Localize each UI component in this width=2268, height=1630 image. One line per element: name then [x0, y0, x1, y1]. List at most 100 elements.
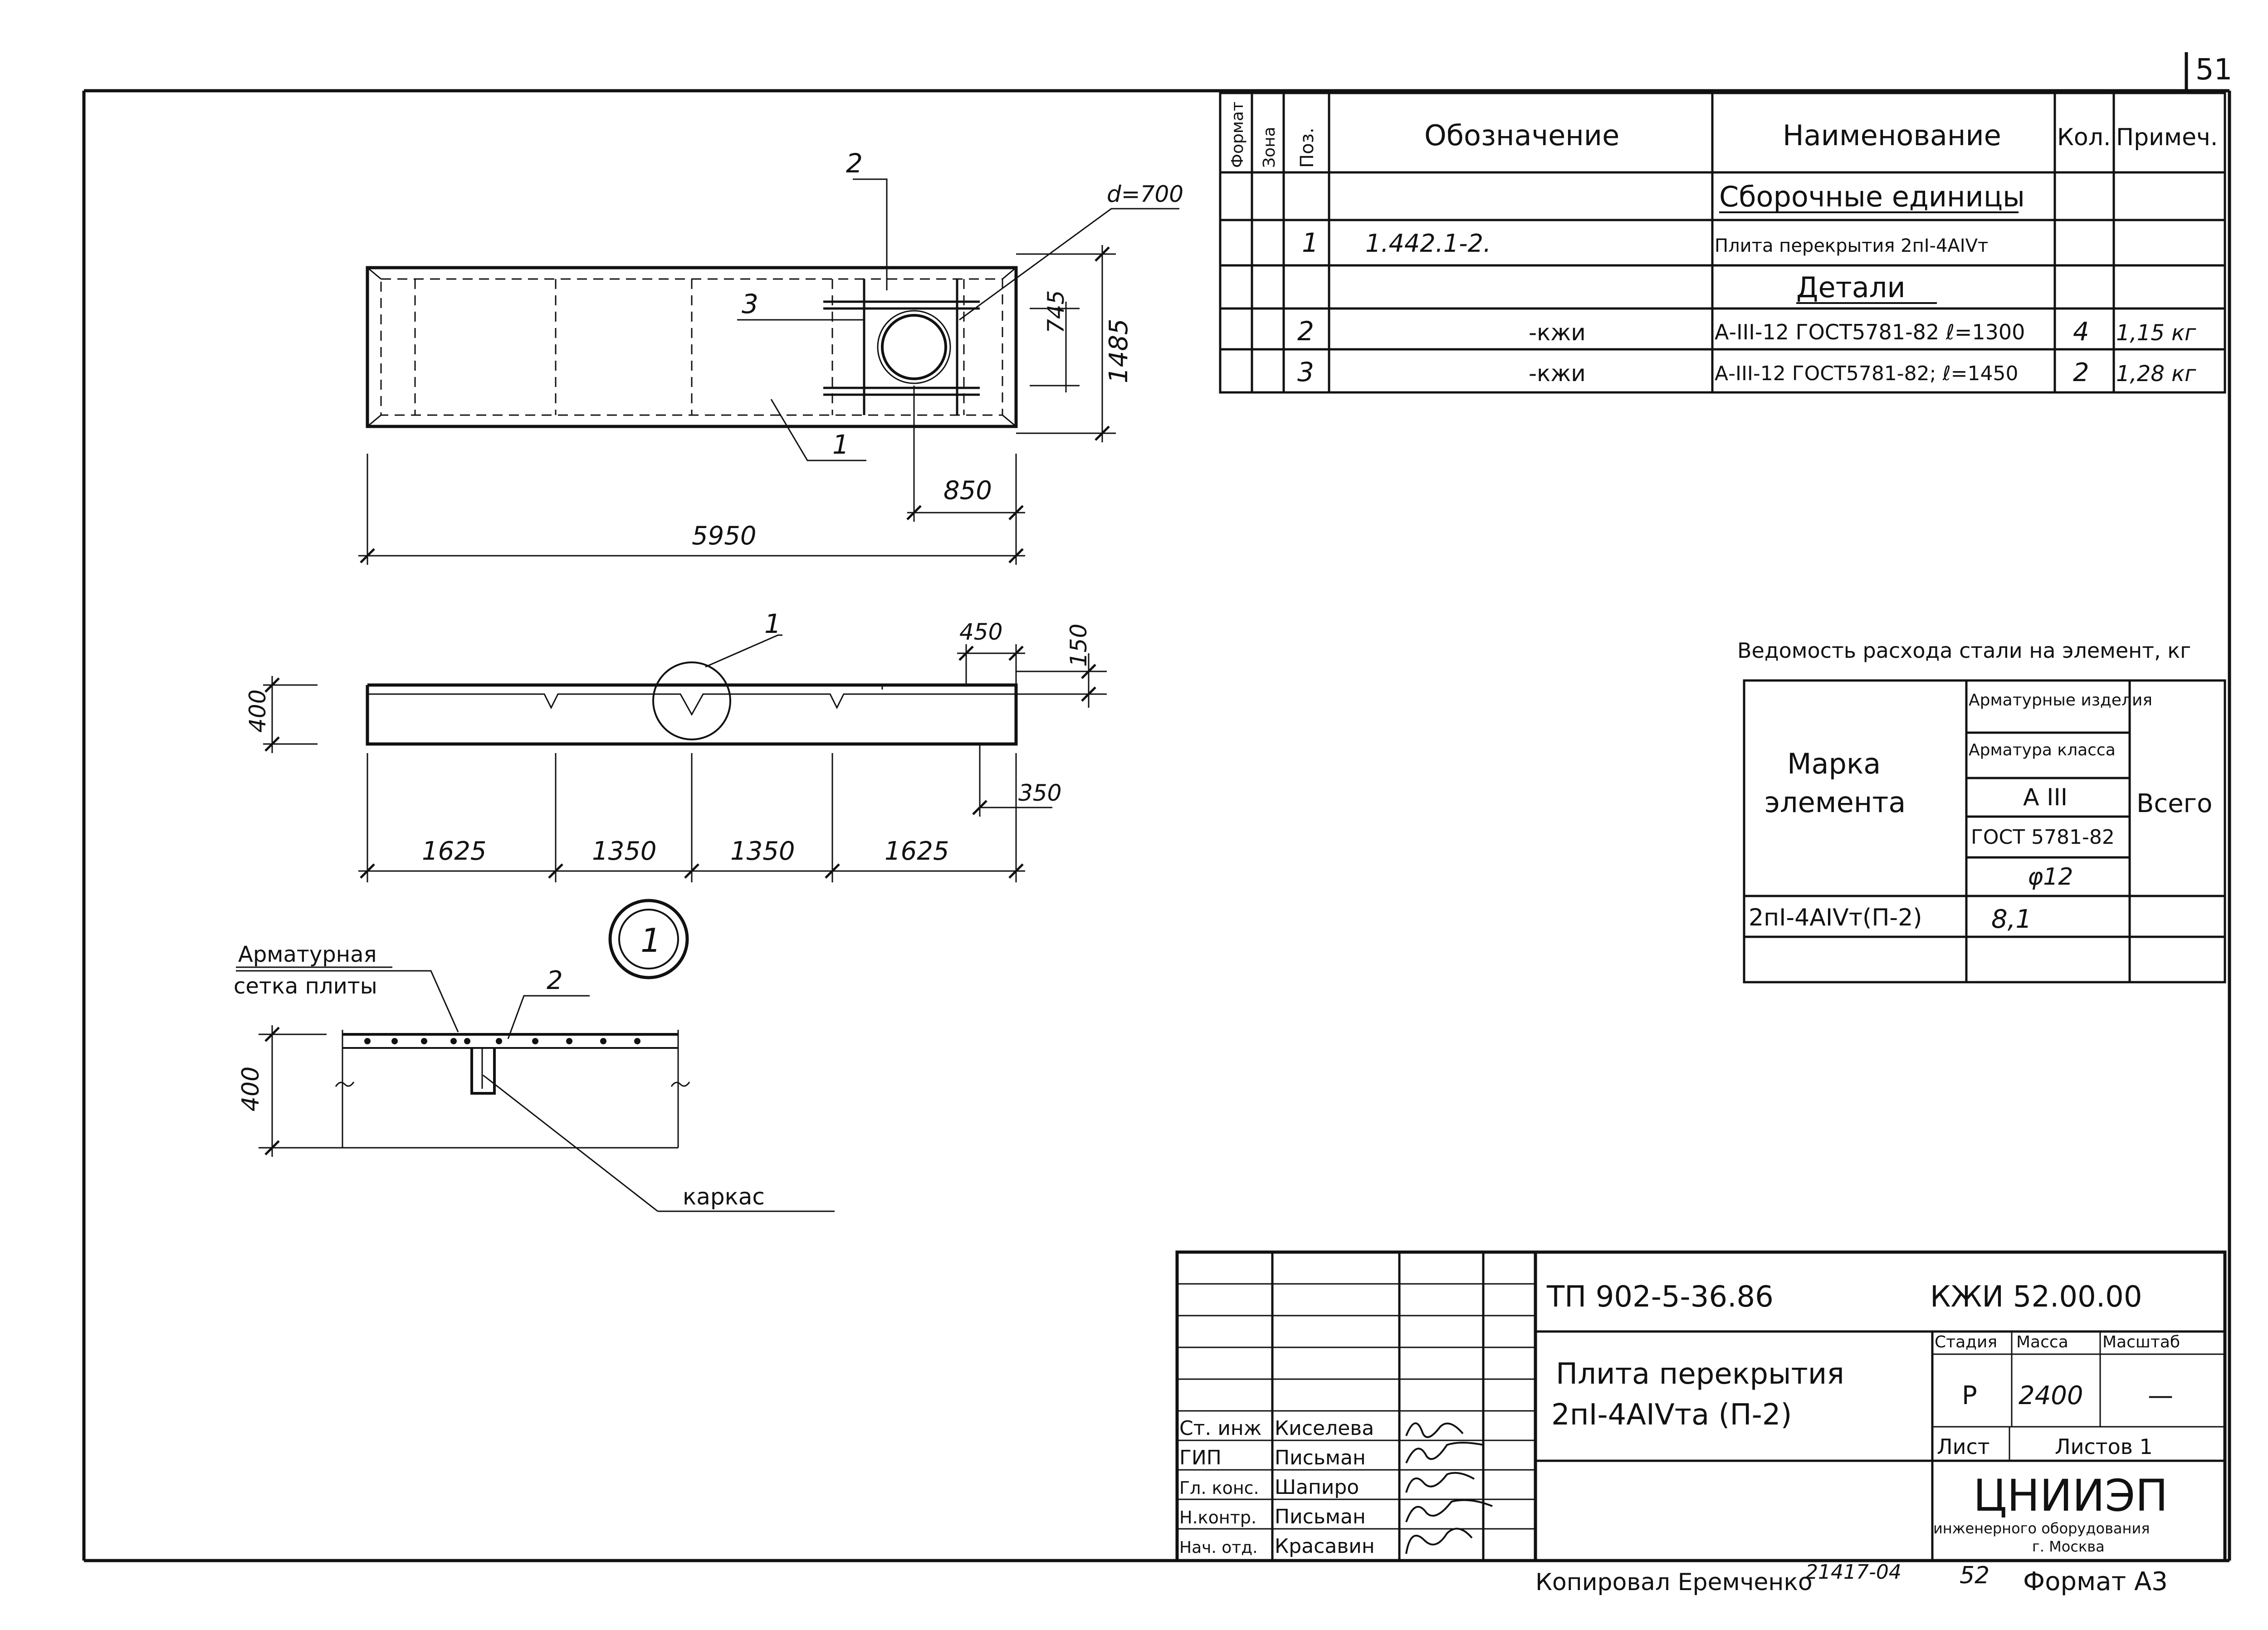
tb-scale: —: [2148, 1381, 2173, 1410]
signature-1: [1405, 1422, 1464, 1438]
tb-staff-1-role: Ст. инж: [1179, 1417, 1261, 1440]
plan-dim-hole: 745: [1043, 290, 1069, 333]
footer-sheet-no: 52: [1960, 1562, 1989, 1589]
steel-arm-class: Арматура класса: [1969, 741, 2116, 759]
section-dim-top: 450: [959, 619, 1002, 645]
tb-staff-3-name: Шапиро: [1275, 1476, 1359, 1499]
section-dim-span-4: 1625: [885, 837, 949, 866]
section-view: 1 400 450 150 350 1625 1350 1350 1625: [244, 608, 1107, 882]
tb-stage: Р: [1962, 1381, 1977, 1410]
detail-1: 1 Арматурная сетка плиты 2: [234, 899, 835, 1212]
steel-class-value: А III: [2023, 784, 2068, 811]
tb-scale-header: Масштаб: [2102, 1333, 2180, 1351]
steel-mark-header-1: Марка: [1787, 747, 1881, 780]
tb-name-line1: Плита перекрытия: [1556, 1357, 1844, 1391]
steel-gost: ГОСТ 5781-82: [1971, 826, 2115, 849]
spec-table: [1219, 92, 2226, 394]
section-dim-span-2: 1350: [592, 837, 657, 866]
plan-view: 2 3 1 d=700 5950 850 1485 745: [358, 148, 1183, 565]
tb-project: ТП 902-5-36.86: [1546, 1280, 1774, 1314]
header-designation: Обозначение: [1424, 119, 1619, 152]
header-zone: Зона: [1260, 127, 1279, 168]
spec-row-4-name: А-III-12 ГОСТ5781-82 ℓ=1300: [1715, 320, 2025, 344]
header-qty: Кол.: [2057, 124, 2111, 151]
detail-mesh-label-1: Арматурная: [238, 942, 376, 967]
steel-mark-header-2: элемента: [1765, 786, 1906, 819]
plan-dim-length: 5950: [692, 521, 757, 551]
plan-label-pos-3: 3: [742, 289, 758, 319]
section-dim-height: 400: [244, 690, 271, 733]
tb-staff-4-role: Н.контр.: [1179, 1508, 1256, 1527]
header-note: Примеч.: [2116, 124, 2218, 151]
spec-table-header: Формат Зона Поз. Обозначение Наименовани…: [1228, 102, 2218, 168]
detail-dim-height: 400: [237, 1067, 264, 1111]
steel-diameter: φ12: [2028, 863, 2073, 891]
detail-mesh-label-2: сетка плиты: [234, 974, 377, 999]
plan-dim-offset: 850: [943, 476, 992, 505]
tb-org-name: ЦНИИЭП: [1973, 1470, 2168, 1521]
tb-staff-5-name: Красавин: [1275, 1535, 1375, 1558]
tb-mass-header: Масса: [2016, 1333, 2068, 1351]
spec-row-5-note: 1,28 кг: [2116, 361, 2196, 387]
spec-row-2-name: Плита перекрытия 2пI-4АIVт: [1715, 235, 1988, 256]
signature-5: [1405, 1527, 1473, 1554]
spec-row-4-qty: 4: [2073, 317, 2089, 347]
section-detail-ref: 1: [764, 608, 781, 639]
tb-name-line2: 2пI-4АIVта (П-2): [1551, 1398, 1792, 1432]
tb-code: КЖИ 52.00.00: [1930, 1280, 2142, 1314]
header-format: Формат: [1228, 102, 1247, 168]
spec-row-5-pos: 3: [1297, 357, 1314, 387]
tb-mass: 2400: [2019, 1381, 2083, 1410]
detail-pos-label: 2: [547, 966, 563, 995]
spec-row-5-designation: -кжи: [1529, 360, 1586, 387]
footer-order: 21417-04: [1805, 1561, 1901, 1584]
plan-label-pos-1: 1: [832, 429, 849, 460]
tb-staff-4-name: Письман: [1275, 1505, 1366, 1528]
steel-row-mark: 2пI-4АIVт(П-2): [1749, 904, 1922, 931]
tb-staff-1-name: Киселева: [1275, 1417, 1374, 1440]
steel-arm-items: Арматурные изделия: [1969, 691, 2152, 710]
spec-row-5-name: А-III-12 ГОСТ5781-82; ℓ=1450: [1715, 362, 2019, 385]
spec-row-2-pos: 1: [1302, 227, 1319, 258]
header-name: Наименование: [1783, 119, 2001, 152]
plan-label-diameter: d=700: [1107, 181, 1183, 207]
section-detail-circle: [652, 661, 731, 740]
steel-row-value: 8,1: [1991, 905, 2032, 934]
detail-marker-number: 1: [640, 921, 661, 959]
footer-format: Формат А3: [2023, 1567, 2168, 1596]
detail-rebar-dots: [364, 1038, 640, 1044]
detail-frame-label: каркас: [683, 1184, 765, 1210]
spec-row-4-designation: -кжи: [1529, 319, 1586, 346]
spec-row-1-name: Сборочные единицы: [1719, 180, 2025, 213]
tb-staff-2-name: Письман: [1275, 1446, 1366, 1469]
tb-staff-3-role: Гл. конс.: [1179, 1478, 1259, 1498]
section-dim-span-3: 1350: [730, 837, 795, 866]
signatures: [1405, 1422, 1493, 1554]
title-block-text: ТП 902-5-36.86 КЖИ 52.00.00 Плита перекр…: [1179, 1280, 2180, 1558]
spec-row-4-note: 1,15 кг: [2116, 320, 2196, 346]
plan-label-pos-2: 2: [846, 148, 863, 179]
sheet-frame: 51: [82, 52, 2232, 1562]
opening-hole: [881, 314, 947, 380]
tb-sheet: Лист: [1937, 1434, 1990, 1459]
slab-outline: [366, 266, 1018, 428]
signature-2: [1405, 1442, 1484, 1464]
footer: Копировал Еремченко 21417-04 52 Формат А…: [1535, 1561, 2168, 1596]
header-pos: Поз.: [1297, 127, 1318, 168]
spec-row-2-designation: 1.442.1-2.: [1365, 229, 1491, 258]
tb-staff-2-role: ГИП: [1179, 1446, 1222, 1469]
page-number: 51: [2195, 53, 2232, 87]
steel-table-title: Ведомость расхода стали на элемент, кг: [1737, 638, 2191, 663]
tb-org-sub: инженерного оборудования: [1933, 1520, 2150, 1537]
steel-table: Ведомость расхода стали на элемент, кг М…: [1737, 638, 2226, 984]
signature-3: [1405, 1472, 1475, 1493]
spec-row-3-name: Детали: [1796, 271, 1906, 304]
tb-staff-5-role: Нач. отд.: [1179, 1538, 1258, 1557]
plan-dim-width: 1485: [1104, 318, 1134, 383]
detail-marker: [608, 899, 689, 979]
signature-4: [1405, 1499, 1493, 1522]
footer-copied: Копировал Еремченко: [1535, 1569, 1813, 1596]
title-block: [1175, 1250, 2227, 1562]
spec-row-4-pos: 2: [1297, 316, 1314, 347]
